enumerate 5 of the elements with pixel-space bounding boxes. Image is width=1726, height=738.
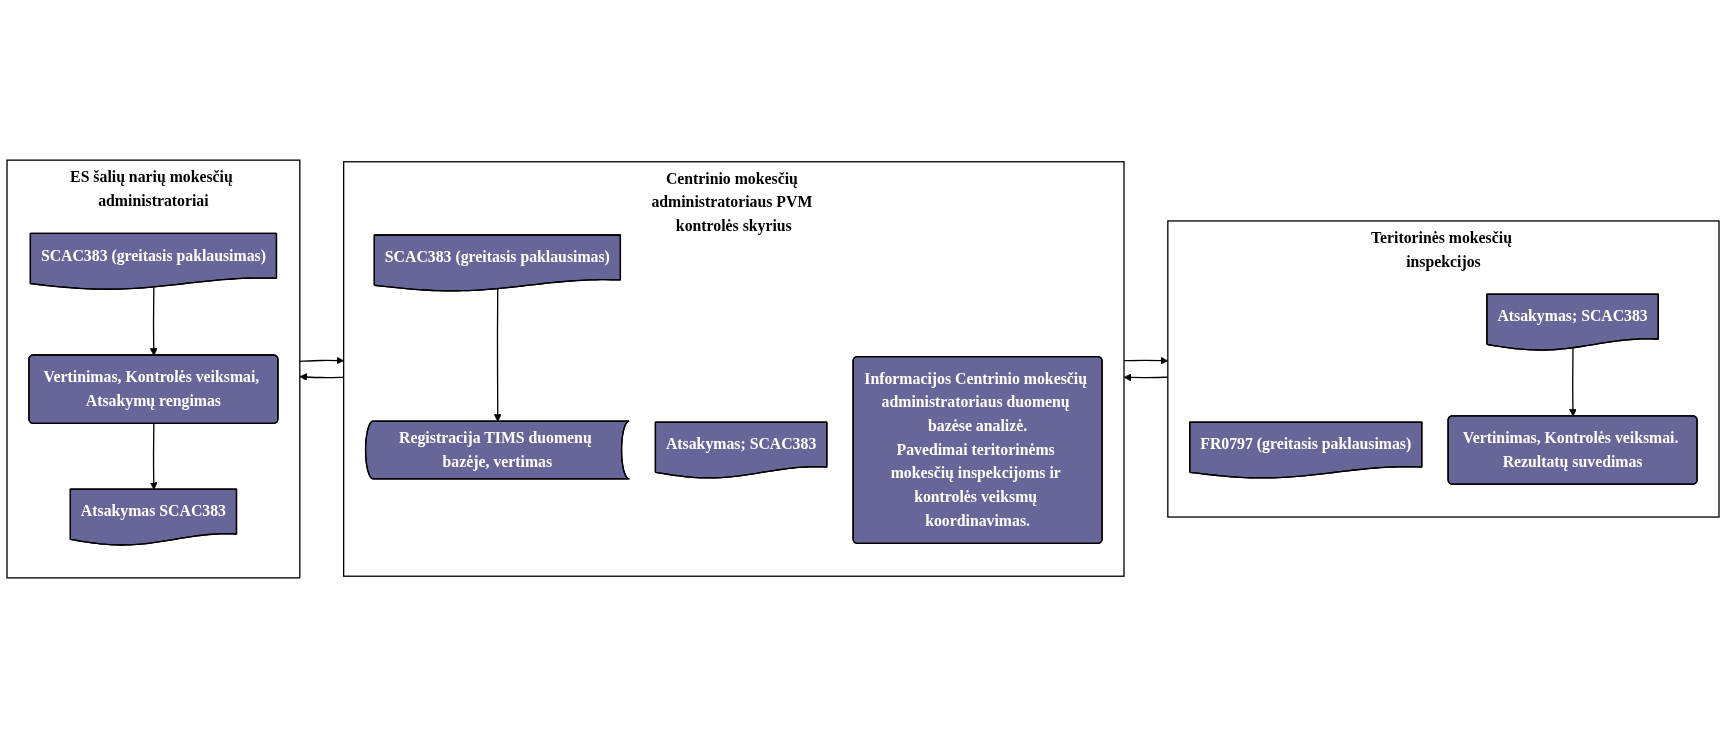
arrow	[299, 356, 344, 365]
arrow	[493, 288, 502, 422]
arrow	[149, 286, 158, 356]
arrow	[149, 423, 158, 490]
arrow	[1569, 347, 1577, 417]
